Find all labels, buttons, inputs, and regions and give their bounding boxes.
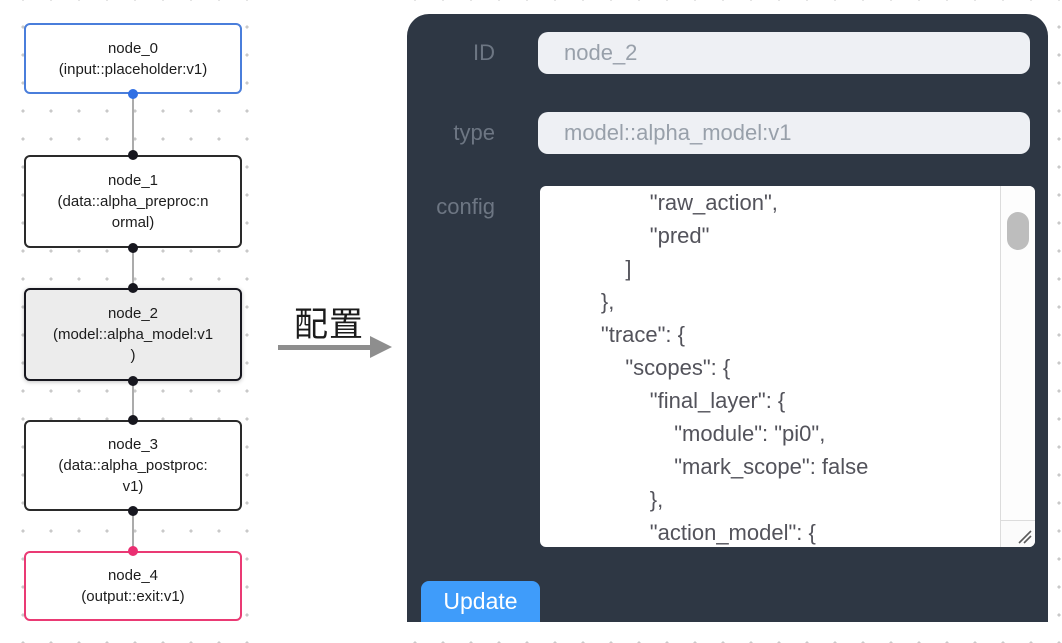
edge-node0-node1 (132, 94, 134, 155)
config-field-label: config (436, 194, 495, 219)
right-arrow-head-icon (370, 336, 392, 358)
id-input[interactable] (538, 32, 1030, 74)
node-node_4[interactable]: node_4 (output::exit:v1) (24, 551, 242, 621)
config-json-text: "raw_action", "pred" ] }, "trace": { "sc… (600, 190, 869, 545)
node-type-label: (data::alpha_postproc: v1) (58, 457, 208, 495)
node-config-panel: ID type config "raw_action", "pred" ] },… (407, 14, 1048, 622)
port-handle-node0-out[interactable] (128, 89, 138, 99)
node-node_2[interactable]: node_2 (model::alpha_model:v1 ) (24, 288, 242, 381)
port-handle-node3-in[interactable] (128, 415, 138, 425)
port-handle-node1-out[interactable] (128, 243, 138, 253)
node-title: node_4 (107, 567, 159, 584)
node-title: node_3 (107, 436, 159, 453)
node-title: node_1 (107, 172, 159, 189)
port-handle-node2-in[interactable] (128, 283, 138, 293)
config-textarea[interactable]: "raw_action", "pred" ] }, "trace": { "sc… (540, 186, 1035, 547)
port-handle-node3-out[interactable] (128, 506, 138, 516)
edge-node2-node3 (132, 381, 134, 420)
config-scrollbar-track[interactable] (1000, 186, 1035, 520)
port-handle-node1-in[interactable] (128, 150, 138, 160)
node-node_0[interactable]: node_0 (input::placeholder:v1) (24, 23, 242, 94)
configure-label: 配置 (294, 306, 364, 344)
node-title: node_0 (107, 39, 159, 57)
node-title: node_2 (107, 305, 159, 322)
type-field-label: type (453, 120, 495, 145)
edge-node1-node2 (132, 248, 134, 288)
node-node_3[interactable]: node_3 (data::alpha_postproc: v1) (24, 420, 242, 511)
node-type-label: (input::placeholder:v1) (58, 60, 208, 78)
port-handle-node2-out[interactable] (128, 376, 138, 386)
node-type-label: (data::alpha_preproc:n ormal) (57, 193, 209, 231)
update-button[interactable]: Update (421, 581, 540, 622)
type-input[interactable] (538, 112, 1030, 154)
config-scrollbar-corner (1000, 520, 1035, 547)
port-handle-node4-in[interactable] (128, 546, 138, 556)
config-scrollbar-thumb[interactable] (1007, 212, 1029, 250)
resize-grip-icon[interactable] (1013, 525, 1033, 545)
node-node_1[interactable]: node_1 (data::alpha_preproc:n ormal) (24, 155, 242, 248)
edge-node3-node4 (132, 511, 134, 551)
node-type-label: (output::exit:v1) (81, 588, 185, 605)
right-arrow-icon (278, 345, 372, 350)
id-field-label: ID (473, 40, 495, 65)
node-type-label: (model::alpha_model:v1 ) (52, 326, 214, 364)
